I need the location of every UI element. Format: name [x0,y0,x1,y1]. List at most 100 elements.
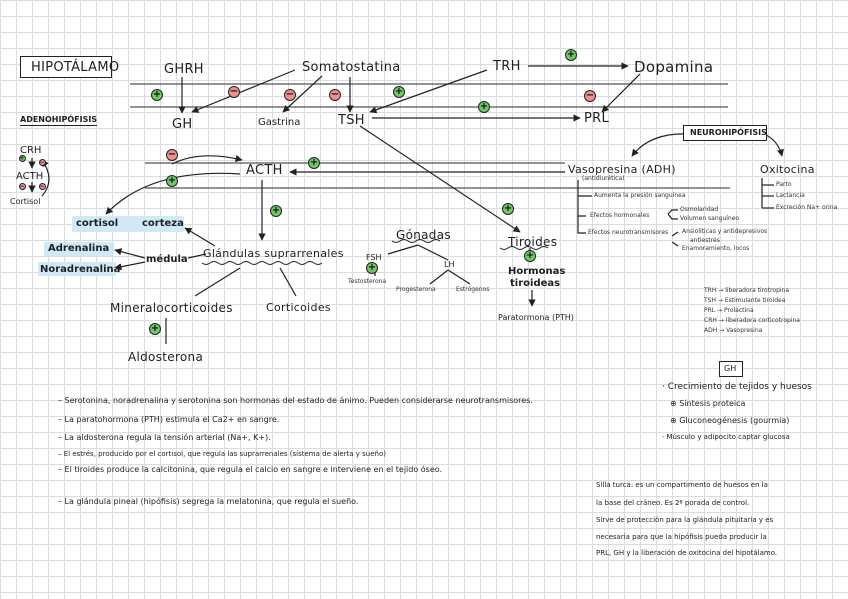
paratormona-label: Paratormona (PTH) [498,313,574,322]
hipotalamo-title: HIPOTÁLAMO [31,60,120,75]
tiroideas-label: tiroideas [510,278,561,289]
gh-note-text: Músculo y adipocito captar glucosa [666,433,790,441]
legend-item: CRH → liberadora corticotropina [704,317,800,324]
note-text: La glándula pineal (hipófisis) segrega l… [64,497,359,506]
prl-label: PRL [584,111,610,126]
gh-box: GH [719,361,743,377]
neurohipofisis-box: NEUROHIPÓFISIS [683,125,767,141]
ghrh-label: GHRH [164,62,204,77]
gh-note-text: Gluconeogénesis (gourmia) [679,416,790,425]
lh-label: LH [444,260,455,269]
fsh-label: FSH [366,253,382,262]
gh-note: ⊕ Gluconeogénesis (gourmia) [670,416,790,425]
plus-marker-icon: + [366,262,378,274]
cortisol-label: cortisol [76,218,119,229]
note-line: – El estrés, producido por el cortisol, … [58,450,386,458]
vasopresina-item3b2: antiestrés [690,237,720,244]
vasopresina-sub: (antidiurética) [582,175,625,182]
silla-line: Sirve de protección para la glándula pit… [596,516,774,524]
dopamina-label: Dopamina [634,58,714,76]
aldosterona-label: Aldosterona [128,350,204,364]
plus-marker-icon: + [18,154,26,162]
minus-marker-icon: − [329,89,341,101]
note-line: – La glándula pineal (hipófisis) segrega… [58,497,359,506]
oxitocina-item3: Excreción Na+ orina [776,204,838,211]
plus-marker-icon: + [393,86,405,98]
note-text: Serotonina, noradrenalina y serotonina s… [64,396,533,405]
acth-small: ACTH [16,171,44,182]
gastrina-label: Gastrina [258,117,301,128]
adenohipofisis-title: ADENOHIPÓFISIS [20,115,98,126]
plus-marker-icon: + [478,101,490,113]
gh-note: · Crecimiento de tejidos y huesos [662,382,812,392]
hormonas-label: Hormonas [508,266,566,277]
silla-line: necesaria para que la hipófisis pueda pr… [596,533,767,541]
oxitocina-title: Oxitocina [760,163,815,176]
corticoides-label: Corticoides [266,301,331,314]
minus-marker-icon: − [166,149,178,161]
gonadas-title: Gónadas [396,228,451,242]
vasopresina-item3a: Efectos neurotransmisores [588,229,669,236]
noradrenalina-label: Noradrenalina [40,264,121,275]
minus-marker-icon: − [284,89,296,101]
vasopresina-item2a: Efectos hormonales [590,212,650,219]
plus-marker-icon: + [524,250,536,262]
note-text: La paratohormona (PTH) estimula el Ca2+ … [64,415,280,424]
vasopresina-item1: Aumenta la presión sanguínea [594,192,686,199]
minus-marker-icon: − [584,90,596,102]
mineralocorticoides-label: Mineralocorticoides [110,301,233,315]
gh-note-text: Síntesis proteica [679,399,746,408]
vasopresina-item3b3: Enamoramiento, locos [682,245,750,252]
vasopresina-item2b2: Volumen sanguíneo [680,215,740,222]
crh-small: CRH [20,145,42,156]
plus-marker-icon: + [166,175,178,187]
tsh-label: TSH [338,113,365,128]
somatostatina-label: Somatostatina [302,60,401,75]
adrenalina-label: Adrenalina [48,243,110,254]
neurohipofisis-title: NEUROHIPÓFISIS [690,128,767,137]
plus-marker-icon: + [149,323,161,335]
note-text: La aldosterona regula la tensión arteria… [64,433,271,442]
plus-marker-icon: + [270,205,282,217]
plus-marker-icon: + [308,157,320,169]
plus-marker-icon: + [151,89,163,101]
oxitocina-item1: Parto [776,181,792,188]
legend-item: TRH → liberadora tirotropina [704,287,790,294]
legend-item: TSH → Estimulante tiroidea [704,297,786,304]
plus-marker-icon: + [502,203,514,215]
tiroides-title: Tiroides [508,235,558,249]
note-line: – Serotonina, noradrenalina y serotonina… [58,396,533,405]
testosterona-label: Testosterona [348,278,387,285]
minus-marker-icon: − [18,182,26,190]
gh-note-text: Crecimiento de tejidos y huesos [667,382,812,392]
gh-note: · Músculo y adipocito captar glucosa [662,433,790,441]
vasopresina-title: Vasopresina (ADH) [568,163,676,176]
minus-marker-icon: − [38,182,46,190]
note-text: El estrés, producido por el cortisol, qu… [63,450,386,458]
note-line: – La aldosterona regula la tensión arter… [58,433,271,442]
silla-line: PRL, GH y la liberación de oxitocina del… [596,549,778,557]
hipotalamo-box: HIPOTÁLAMO [20,56,119,78]
legend-item: ADH → Vasopresina [704,327,763,334]
trh-label: TRH [493,59,521,74]
note-text: El tiroides produce la calcitonina, que … [64,465,443,474]
gh-label: GH [172,117,193,132]
silla-line: Silla turca: es un compartimento de hues… [596,481,768,489]
adrenalina-highlight [44,242,114,256]
acth-label: ACTH [246,163,283,178]
cortisol-highlight [72,216,184,232]
note-line: – El tiroides produce la calcitonina, qu… [58,465,443,474]
cortisol-small: Cortisol [10,197,41,206]
note-line: – La paratohormona (PTH) estimula el Ca2… [58,415,280,424]
vasopresina-item3b1: Ansiolíticas y antidepresivos [682,228,768,235]
silla-line: la base del cráneo. Es 2ª porada de cont… [596,499,750,507]
legend-item: PRL → Prolactina [704,307,754,314]
noradrenalina-highlight [38,262,116,276]
gh-box-label: GH [724,364,737,373]
estrogenos-label: Estrógenos [456,286,490,293]
plus-marker-icon: + [565,49,577,61]
vasopresina-item2b1: Osmolaridad [680,206,719,213]
gh-note: ⊕ Síntesis proteica [670,399,746,408]
glandulas-label: Glándulas suprarrenales [203,247,344,260]
